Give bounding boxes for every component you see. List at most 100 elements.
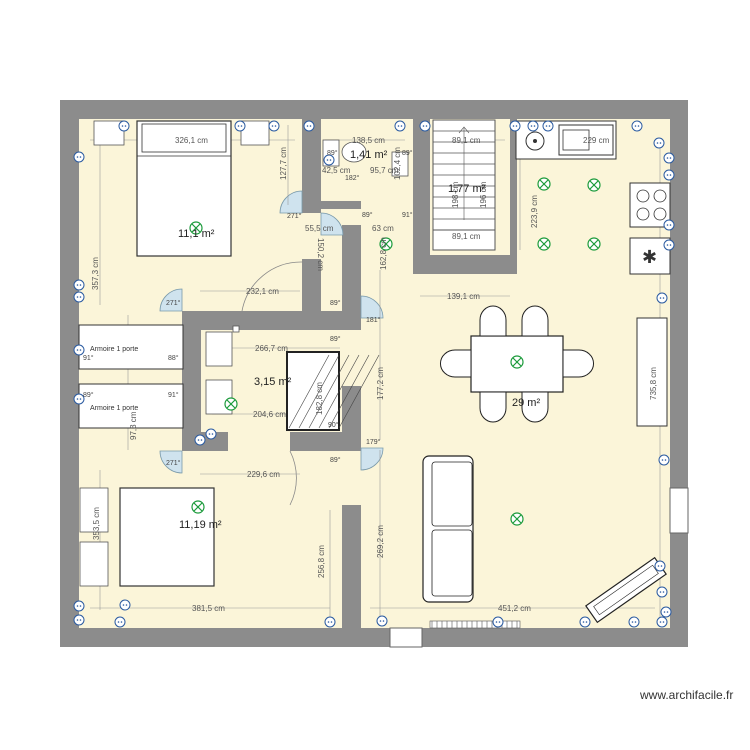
dim-label: 353,5 cm <box>92 507 101 540</box>
dim-label: 89,1 cm <box>452 232 481 241</box>
wall-corridor-right <box>342 505 361 628</box>
dim-label: 196 cm <box>479 181 488 208</box>
angle-label: 182° <box>345 174 360 182</box>
outlet-icon <box>114 616 126 628</box>
dim-label: 357,3 cm <box>91 257 100 290</box>
dim-label: 266,7 cm <box>255 344 288 353</box>
cooktop <box>629 182 671 228</box>
angle-label: 91° <box>168 391 179 399</box>
outlet-icon <box>376 615 388 627</box>
room-labels: 11,1 m² 1,41 m² 1,77 m² 3,15 m² 29 m² 11… <box>178 149 540 531</box>
angle-label: 89° <box>330 456 341 464</box>
dim-label: 223,9 cm <box>530 195 539 228</box>
shower-hatch-line <box>328 354 370 429</box>
room-area-wc[interactable]: 1,41 m² <box>350 149 388 161</box>
angle-label: 179° <box>366 438 381 446</box>
outlet-icon <box>492 616 504 628</box>
angle-label: 89° <box>330 335 341 343</box>
dimension-labels: 326,1 cm 357,3 cm 127,7 cm 138,5 cm 89,1… <box>91 136 658 613</box>
wardrobe-1-label: Armoire 1 porte <box>90 346 138 353</box>
room-area-bathroom[interactable]: 3,15 m² <box>254 376 292 388</box>
door-gap-hall <box>242 300 302 311</box>
chair-6 <box>562 349 594 378</box>
light-icon <box>537 237 551 251</box>
outlet-icon <box>394 120 406 132</box>
room-area-bedroom-2[interactable]: 11,19 m² <box>179 519 222 531</box>
outlet-icon <box>73 279 85 291</box>
dim-label: 139,1 cm <box>447 292 480 301</box>
outlet-icon <box>73 291 85 303</box>
chair-1 <box>479 305 507 337</box>
room-area-bedroom-1[interactable]: 11,1 m² <box>178 228 215 240</box>
outlet-icon <box>234 120 246 132</box>
chair-2 <box>521 305 549 337</box>
wall-stair-bottom <box>413 255 517 274</box>
outlet-icon <box>268 120 280 132</box>
shower-hatch-line <box>308 354 350 429</box>
dim-label: 381,5 cm <box>192 604 225 613</box>
outlet-icon <box>194 434 206 446</box>
entrance-door[interactable] <box>389 627 423 648</box>
shower <box>286 351 340 431</box>
chair-5 <box>440 349 472 378</box>
outlet-icon <box>663 239 675 251</box>
light-icon <box>537 177 551 191</box>
light-icon <box>510 355 524 369</box>
wall-wc-bottom <box>321 201 361 209</box>
outlet-icon <box>654 560 666 572</box>
light-icon <box>587 178 601 192</box>
dim-label: 162,8 cm <box>379 237 388 270</box>
outlet-icon <box>579 616 591 628</box>
wc-bowl <box>341 141 367 163</box>
dim-label: 229 cm <box>583 136 610 145</box>
dim-label: 204,6 cm <box>253 410 286 419</box>
outlet-icon <box>631 120 643 132</box>
door-swing-3 <box>159 288 183 312</box>
window-bottom <box>429 620 521 629</box>
wc-washbasin <box>391 151 409 177</box>
dim-label: 150,2 cm <box>316 238 325 271</box>
door-swing-2 <box>320 212 344 236</box>
dim-label: 138,5 cm <box>352 136 385 145</box>
door-arc-hall <box>241 261 303 312</box>
outlet-icon <box>73 600 85 612</box>
light-icon <box>510 512 524 526</box>
outlet-icon <box>663 152 675 164</box>
dim-label: 198 cm <box>451 181 460 208</box>
fridge <box>629 237 671 275</box>
door-gap-bed2 <box>342 451 361 505</box>
light-icon <box>191 500 205 514</box>
shower-hatch <box>288 354 380 429</box>
angle-label: 271° <box>166 459 181 467</box>
wall-wc-stair <box>413 119 430 259</box>
shower-hatch-line <box>338 354 380 429</box>
wall-corridor-left <box>342 225 361 315</box>
dim-label: 102,4 cm <box>393 147 402 180</box>
door-gap-bed1 <box>302 213 321 259</box>
door-gap-bath <box>342 330 361 386</box>
outlet-icon <box>660 606 672 618</box>
staircase[interactable] <box>432 119 496 251</box>
watermark[interactable]: www.archifacile.fr <box>639 688 733 702</box>
angle-label: 90° <box>328 421 339 429</box>
angle-label: 89° <box>330 299 341 307</box>
wardrobe-2-label: Armoire 1 porte <box>90 405 138 412</box>
outlet-icon <box>73 614 85 626</box>
room-area-stair-room[interactable]: 1,77 m² <box>448 183 486 195</box>
light-icon <box>224 397 238 411</box>
room-area-living[interactable]: 29 m² <box>512 397 540 409</box>
dim-label: 177,2 cm <box>376 367 385 400</box>
dim-label: 63 cm <box>372 224 394 233</box>
angle-label: 89° <box>83 391 94 399</box>
electric-outlets <box>73 120 675 628</box>
dim-label: 95,7 cm <box>370 166 399 175</box>
angle-label: 89° <box>402 149 413 157</box>
wardrobe-2 <box>78 383 184 429</box>
angle-label: 89° <box>327 149 338 157</box>
outlet-icon <box>656 616 668 628</box>
shower-hatch-line <box>298 354 340 429</box>
dim-label: 269,2 cm <box>376 525 385 558</box>
nightstand-2 <box>240 120 270 146</box>
door-arc-bed2 <box>289 450 297 506</box>
